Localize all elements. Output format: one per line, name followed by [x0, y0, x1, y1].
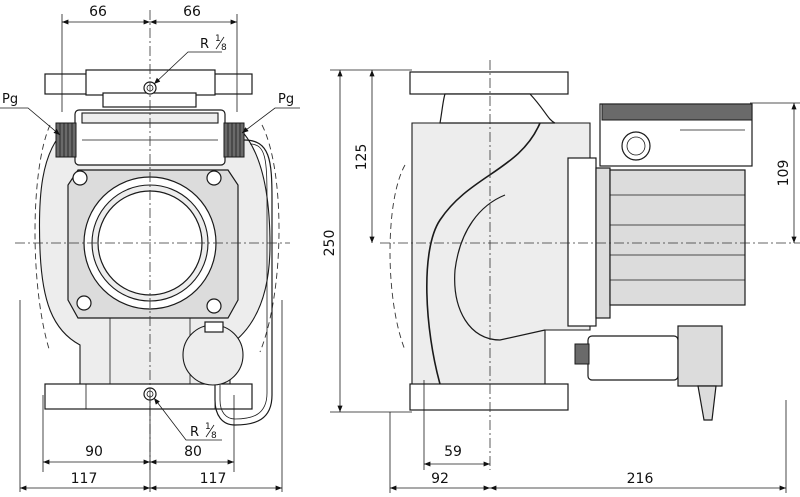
dim-bottom-inner-left: 90 [85, 444, 103, 460]
dim-motor-offset: 109 [776, 160, 792, 187]
side-electronic-module [587, 335, 679, 381]
front-top-neck [102, 92, 197, 108]
side-pump-housing [411, 122, 591, 385]
side-envelope [389, 164, 406, 351]
side-view: 250 125 109 59 92 216 [322, 60, 800, 493]
front-bolt-br [206, 298, 222, 314]
label-r-top: R 1 8 [200, 34, 227, 53]
dim-bottom-inner-right: 80 [184, 444, 202, 460]
side-module-stud [574, 343, 590, 365]
dim-top-right: 66 [183, 4, 201, 20]
leader-r-top [153, 51, 222, 85]
dim-bottom-outer-right: 117 [200, 471, 227, 487]
svg-text:1: 1 [215, 34, 221, 44]
dim-height-upper: 125 [354, 144, 370, 171]
front-cable [214, 139, 273, 426]
side-module-body [677, 325, 723, 387]
svg-text:R: R [200, 37, 209, 52]
front-module-neck [204, 321, 224, 333]
side-terminal-cap [601, 103, 753, 121]
front-bolt-bl [76, 295, 92, 311]
leader-pg-left [0, 107, 61, 136]
side-motor-body [609, 169, 746, 306]
svg-text:R: R [190, 425, 199, 440]
leader-r-bottom [153, 397, 222, 441]
side-speed-knob [621, 131, 651, 161]
side-module-tail [697, 385, 717, 421]
svg-text:1: 1 [205, 422, 211, 432]
front-envelope-right [259, 124, 280, 353]
svg-text:8: 8 [211, 431, 217, 441]
svg-text:8: 8 [221, 43, 227, 53]
side-motor-flange [567, 157, 597, 327]
front-cable-gland-right [223, 122, 245, 158]
dim-bottom-right: 216 [627, 471, 654, 487]
dim-bottom-outer-left: 117 [71, 471, 98, 487]
front-cable-gland-left [55, 122, 77, 158]
leader-pg-right [241, 107, 300, 134]
front-bolt-tr [206, 170, 222, 186]
dim-bottom-inner: 59 [444, 444, 462, 460]
label-r-bottom: R 1 8 [190, 422, 217, 441]
side-volute-curve [426, 122, 541, 385]
front-bolt-tl [72, 170, 88, 186]
front-electronic-module [182, 324, 244, 386]
side-top-flange [409, 71, 569, 95]
front-view: 66 66 90 80 117 117 Pg Pg R 1 8 R 1 8 [0, 4, 300, 492]
label-pg-right: Pg [278, 92, 294, 107]
dim-height-total: 250 [322, 230, 338, 257]
dim-top-left: 66 [89, 4, 107, 20]
front-envelope-left [34, 124, 51, 353]
side-top-neck [439, 93, 556, 124]
dim-bottom-left: 92 [431, 471, 449, 487]
label-pg-left: Pg [2, 92, 18, 107]
side-bottom-flange [409, 383, 569, 411]
